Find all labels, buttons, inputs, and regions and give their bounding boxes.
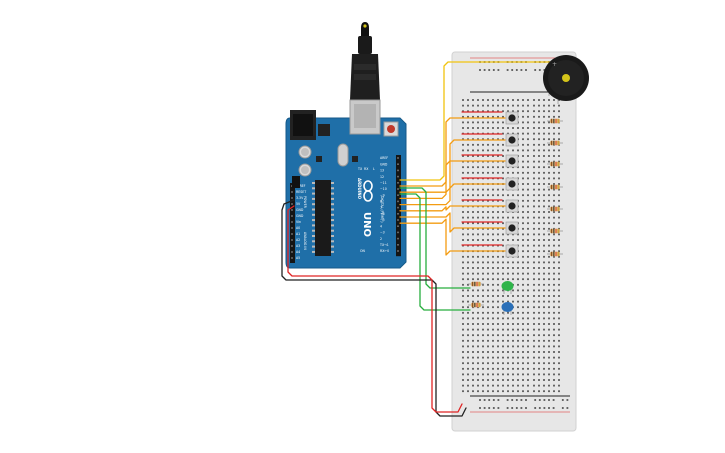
wire-button-signal [399,117,506,187]
resistor[interactable] [547,140,563,146]
digital-header-label: DIGITAL (PWM~) [380,196,384,222]
digital-header: AREF GND 13 12 ~11 ~10 ~9 8 7 ~6 ~5 4 ~3 2TX→1RX←0 [379,155,401,257]
pin-label: ~9 [380,193,385,197]
pin-label: AREF [380,156,388,160]
pin-label: IOREF [296,184,306,188]
wire-buzzer-signal [399,61,561,181]
wire-button-signal [399,205,506,212]
pin-label: RX←0 [380,249,389,253]
wire-button-signal [399,212,506,233]
wire-button-signal [399,160,506,200]
pushbutton[interactable] [505,133,519,147]
power-header-label: POWER [303,196,307,209]
pin-label: 5V [296,202,301,206]
pin-label: Vin [296,220,301,224]
pin-label: GND [296,208,304,212]
pin-label: 4 [380,224,382,228]
power-header: IOREF RESET 3.3V 5V GND GND Vin [290,183,306,227]
arduino-logo: UNO ARDUINO [357,178,373,237]
pin-label: 2 [380,237,382,241]
pin-label: A3 [296,244,300,248]
pin-label: 13 [380,169,384,173]
components [468,84,563,315]
pin-label: ~3 [380,231,385,235]
resistor[interactable] [547,251,563,257]
pin-label: ~10 [380,187,387,191]
resistor[interactable] [547,184,563,190]
pushbutton[interactable] [505,111,519,125]
pin-label: 12 [380,175,384,179]
resistor[interactable] [468,281,484,287]
pin-label: A1 [296,232,300,236]
pin-label: 7 [380,206,382,210]
pin-label: A4 [296,250,300,254]
board-brand-label: ARDUINO [357,178,362,200]
on-led-label: ON [360,249,366,253]
pin-label: TX→1 [379,243,389,247]
resistor[interactable] [547,228,563,234]
breadboard[interactable] [451,51,577,432]
blue-led[interactable] [501,302,514,315]
wires [281,61,561,417]
pin-label: ~6 [380,212,385,216]
tx-label: TX [357,167,363,171]
pin-label: 8 [380,200,382,204]
wire-button-signal [399,183,506,206]
icsp-header [292,176,300,188]
resistor[interactable] [547,161,563,167]
l-led-label: L [373,167,375,171]
pushbutton[interactable] [505,177,519,191]
wire-led-green [399,187,471,289]
pushbutton[interactable] [505,199,519,213]
usb-cable [350,22,380,100]
piezo-buzzer[interactable]: + [543,55,589,101]
board-model-label: UNO [361,212,372,237]
atmega-chip [315,180,331,256]
resistor[interactable] [468,302,484,308]
buzzer-plus-mark: + [552,61,557,68]
resistor[interactable] [547,206,563,212]
pin-label: GND [296,214,304,218]
pin-label: A0 [296,226,300,230]
pin-label: ~11 [380,181,387,185]
pin-label: 3.3V [296,196,304,200]
wire-button-signal [399,139,506,193]
pin-label: A5 [296,256,300,260]
pushbutton[interactable] [505,154,519,168]
rx-label: RX [364,167,369,171]
pin-label: A2 [296,238,300,242]
wire-button-signal [399,218,506,256]
pin-label: GND [380,162,388,166]
pin-label: ~5 [380,218,385,222]
pushbutton[interactable] [505,221,519,235]
wire-5v [287,205,463,413]
pushbutton[interactable] [505,244,519,258]
resistor[interactable] [547,118,563,124]
analog-header-label: ANALOG IN [303,232,307,250]
green-led[interactable] [501,281,514,294]
pin-label: RESET [296,190,306,194]
